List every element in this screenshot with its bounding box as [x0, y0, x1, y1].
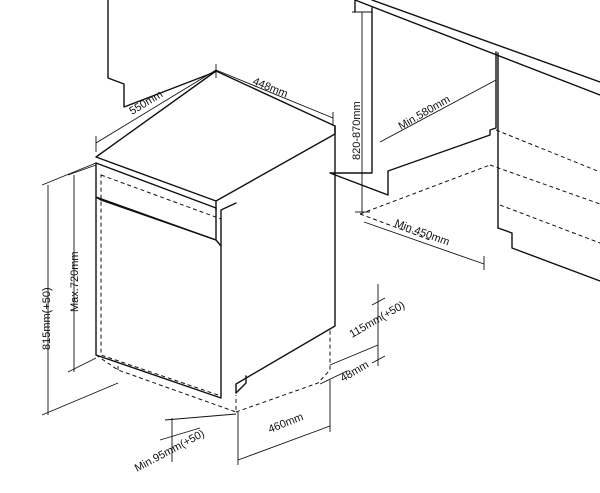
depth-dimension: 550mm [95, 64, 217, 152]
worktop [354, 0, 600, 96]
niche-depth-label: Min.580mm [397, 93, 453, 132]
niche-height-label: 820-870mm [351, 101, 363, 160]
bottom-gap-dimension: Min.95mm(+50) [133, 413, 237, 475]
plinth-depth-label: 48mm [339, 359, 371, 385]
plinth-depth-dimension: 48mm [319, 359, 371, 385]
right-cabinet [329, 7, 600, 282]
door-height-dimension: Max.720mm [67, 164, 97, 373]
door-height-label: Max.720mm [69, 251, 81, 312]
niche-width-label: Min.450mm [393, 218, 451, 249]
dishwasher-plinth [95, 330, 331, 413]
appliance-height-label: 815mm(+50) [41, 287, 53, 350]
appliance-height-dimension: 815mm(+50) [41, 162, 119, 416]
plinth-height-label: 115mm(+50) [348, 299, 408, 340]
bottom-gap-label: Min.95mm(+50) [133, 428, 207, 475]
plinth-width-dimension: 460mm [237, 380, 331, 465]
depth-label: 550mm [127, 88, 165, 117]
plinth-height-dimension: 115mm(+50) [329, 284, 408, 366]
plinth-width-label: 460mm [267, 411, 306, 436]
left-cabinet [107, 0, 216, 108]
width-label: 448mm [251, 76, 290, 101]
dishwasher-door [95, 162, 237, 399]
niche-width-dimension: Min.450mm [363, 218, 485, 270]
niche-height-dimension: 820-870mm [351, 11, 372, 213]
niche-depth-dimension: Min.580mm [379, 79, 497, 143]
niche-floor-outline [359, 129, 600, 244]
